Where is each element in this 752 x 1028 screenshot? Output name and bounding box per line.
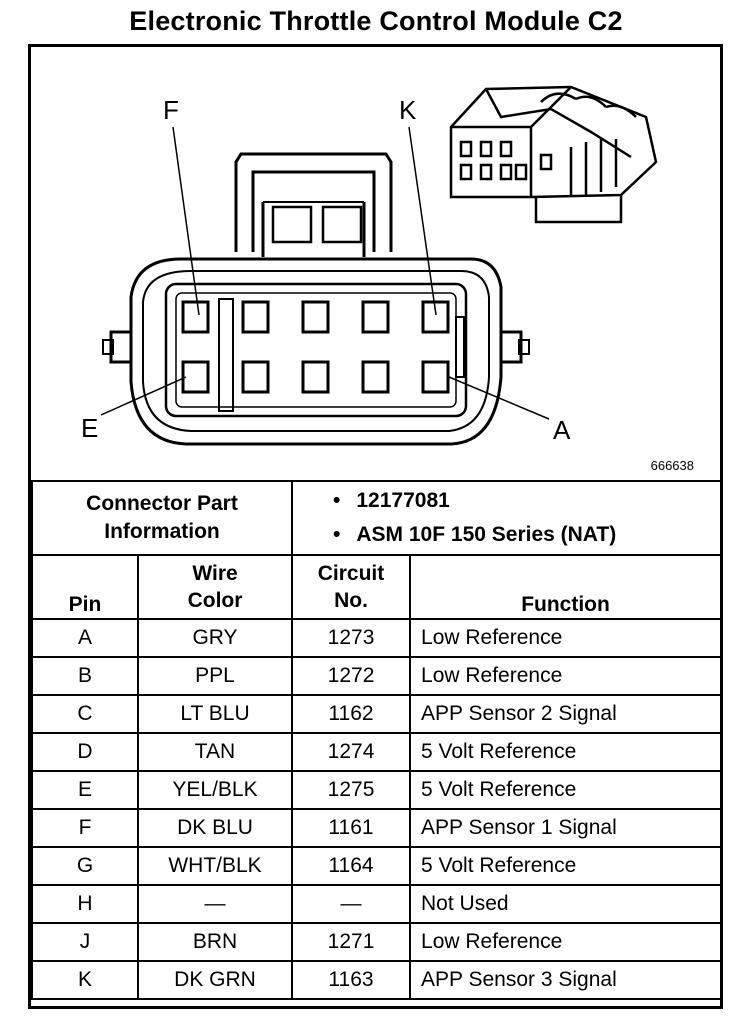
pin-cell: E <box>31 770 139 810</box>
pin-label-A: A <box>553 415 571 445</box>
function-cell: Not Used <box>409 884 723 924</box>
circuit-cell: 1162 <box>291 694 412 734</box>
table-row: B PPL 1272 Low Reference <box>31 656 723 696</box>
wire-color-cell: BRN <box>136 922 294 962</box>
function-cell: 5 Volt Reference <box>409 732 723 772</box>
connector-info-list: 12177081 ASM 10F 150 Series (NAT) <box>293 484 720 552</box>
wire-color-cell: WHT/BLK <box>136 846 294 886</box>
connector-info-label: Connector Part Information <box>30 480 294 556</box>
leader-line-E <box>100 376 187 416</box>
connector-series: ASM 10F 150 Series (NAT) <box>333 518 720 552</box>
pin-cell: F <box>31 808 139 848</box>
function-cell: Low Reference <box>409 618 723 658</box>
pin-label-K: K <box>399 95 417 125</box>
wire-color-cell: DK GRN <box>136 960 294 1000</box>
table-row: H — — Not Used <box>31 884 723 924</box>
pin-cell: C <box>31 694 139 734</box>
leader-line-F <box>172 126 200 316</box>
pin-cavity <box>241 360 270 394</box>
pin-cavity-A <box>421 360 450 394</box>
pin-cell: B <box>31 656 139 696</box>
pin-cell: A <box>31 618 139 658</box>
pin-label-F: F <box>163 95 179 125</box>
function-cell: APP Sensor 3 Signal <box>409 960 723 1000</box>
leader-line-K <box>408 126 437 316</box>
connector-latch <box>234 152 393 252</box>
circuit-cell: 1274 <box>291 732 412 772</box>
pin-cell: D <box>31 732 139 772</box>
table-row: E YEL/BLK 1275 5 Volt Reference <box>31 770 723 810</box>
pin-cavity-F <box>181 300 210 334</box>
function-cell: 5 Volt Reference <box>409 770 723 810</box>
pin-label-E: E <box>81 413 98 443</box>
document-frame <box>28 44 723 1009</box>
circuit-cell: 1161 <box>291 808 412 848</box>
pin-cavity <box>361 300 390 334</box>
table-row: F DK BLU 1161 APP Sensor 1 Signal <box>31 808 723 848</box>
pin-cell: G <box>31 846 139 886</box>
connector-info-values: 12177081 ASM 10F 150 Series (NAT) <box>291 480 723 556</box>
column-header-circuit-no: Circuit No. <box>291 554 412 620</box>
wire-color-cell: LT BLU <box>136 694 294 734</box>
table-header-row: Pin Wire Color Circuit No. Function <box>31 554 723 620</box>
page-title: Electronic Throttle Control Module C2 <box>129 6 623 36</box>
wire-color-cell: — <box>136 884 294 924</box>
pin-cell: K <box>31 960 139 1000</box>
column-header-pin: Pin <box>31 554 139 620</box>
circuit-cell: 1275 <box>291 770 412 810</box>
wire-color-cell: PPL <box>136 656 294 696</box>
function-cell: APP Sensor 1 Signal <box>409 808 723 848</box>
pinout-table: Connector Part Information 12177081 ASM … <box>30 480 723 1000</box>
pin-cavity <box>301 300 330 334</box>
pin-cell: J <box>31 922 139 962</box>
function-cell: 5 Volt Reference <box>409 846 723 886</box>
function-cell: Low Reference <box>409 922 723 962</box>
leader-line-A <box>448 376 550 420</box>
column-header-wire-color: Wire Color <box>136 554 294 620</box>
wire-color-cell: DK BLU <box>136 808 294 848</box>
figure-number: 666638 <box>650 458 694 473</box>
wire-color-cell: TAN <box>136 732 294 772</box>
function-cell: APP Sensor 2 Signal <box>409 694 723 734</box>
pin-cavity <box>241 300 270 334</box>
circuit-cell: 1271 <box>291 922 412 962</box>
circuit-cell: 1163 <box>291 960 412 1000</box>
pin-cavity <box>361 360 390 394</box>
table-row: D TAN 1274 5 Volt Reference <box>31 732 723 772</box>
pin-cavity-K <box>421 300 450 334</box>
pin-cavity <box>301 360 330 394</box>
table-row: J BRN 1271 Low Reference <box>31 922 723 962</box>
circuit-cell: 1164 <box>291 846 412 886</box>
side-ear-left <box>109 330 131 364</box>
connector-info-row: Connector Part Information 12177081 ASM … <box>30 480 723 556</box>
connector-isometric-view <box>449 85 658 224</box>
connector-diagram: F K E A <box>81 85 658 446</box>
side-ear-right <box>501 330 523 364</box>
pin-cavity-E <box>181 360 210 394</box>
circuit-cell: 1273 <box>291 618 412 658</box>
connector-part-number: 12177081 <box>333 484 720 518</box>
table-row: C LT BLU 1162 APP Sensor 2 Signal <box>31 694 723 734</box>
wire-color-cell: GRY <box>136 618 294 658</box>
table-row: G WHT/BLK 1164 5 Volt Reference <box>31 846 723 886</box>
circuit-cell: — <box>291 884 412 924</box>
connector-housing <box>129 257 503 446</box>
table-row: A GRY 1273 Low Reference <box>31 618 723 658</box>
pin-cell: H <box>31 884 139 924</box>
table-row: K DK GRN 1163 APP Sensor 3 Signal <box>31 960 723 1000</box>
circuit-cell: 1272 <box>291 656 412 696</box>
column-header-function: Function <box>409 554 723 620</box>
function-cell: Low Reference <box>409 656 723 696</box>
wire-color-cell: YEL/BLK <box>136 770 294 810</box>
